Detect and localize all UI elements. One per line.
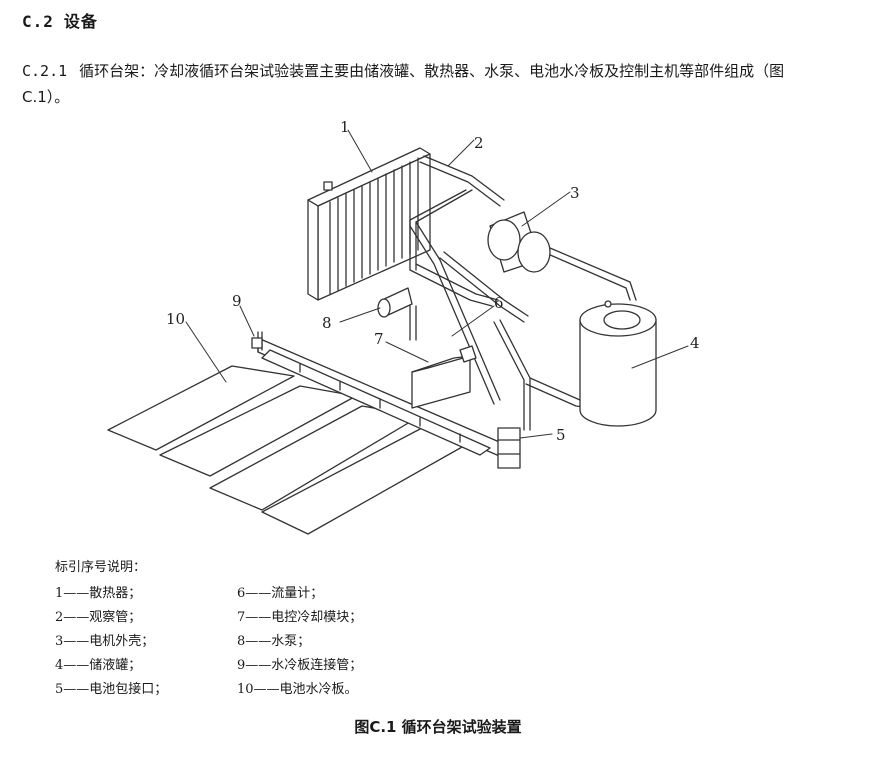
motor-housing — [487, 211, 551, 273]
test-rig-diagram: 1 2 3 4 5 6 7 8 9 10 — [107, 118, 700, 535]
legend-item-9: 9——水冷板连接管； — [237, 658, 363, 673]
reservoir-tank — [579, 300, 657, 427]
clause-text: 循环台架：冷却液循环台架试验装置主要由储液罐、散热器、水泵、电池水冷板及控制主机… — [22, 62, 785, 106]
section-heading: C.2 设备 — [22, 8, 98, 32]
cooling-plates — [107, 365, 479, 535]
callout-6: 6 — [494, 294, 504, 312]
legend-item-10: 10——电池水冷板。 — [237, 682, 358, 697]
legend-title: 标引序号说明： — [55, 560, 147, 575]
section-number: C.2 — [22, 12, 54, 31]
flow-meter — [459, 345, 477, 363]
legend-item-1: 1——散热器； — [55, 586, 142, 601]
radiator — [307, 147, 431, 301]
legend-item-3: 3——电机外壳； — [55, 634, 155, 649]
legend-item-5: 5——电池包接口； — [55, 682, 168, 697]
clause-number: C.2.1 — [22, 62, 68, 80]
callout-9: 9 — [232, 292, 242, 310]
legend-item-4: 4——储液罐； — [55, 658, 142, 673]
legend-item-7: 7——电控冷却模块； — [237, 610, 363, 625]
legend-item-8: 8——水泵； — [237, 634, 311, 649]
callout-2: 2 — [474, 134, 484, 152]
leader-lines — [185, 129, 689, 439]
callout-10: 10 — [166, 310, 185, 328]
connector-frame — [251, 331, 521, 469]
callout-4: 4 — [690, 334, 700, 352]
legend-item-2: 2——观察管； — [55, 610, 142, 625]
callout-5: 5 — [556, 426, 566, 444]
callout-8: 8 — [322, 314, 332, 332]
legend-item-6: 6——流量计； — [237, 586, 324, 601]
callout-3: 3 — [570, 184, 580, 202]
section-title: 设备 — [63, 12, 98, 31]
control-module — [411, 355, 471, 409]
pump — [377, 287, 413, 318]
callout-1: 1 — [340, 118, 350, 136]
figure-caption: 图C.1 循环台架试验装置 — [354, 718, 522, 736]
callout-7: 7 — [374, 330, 384, 348]
